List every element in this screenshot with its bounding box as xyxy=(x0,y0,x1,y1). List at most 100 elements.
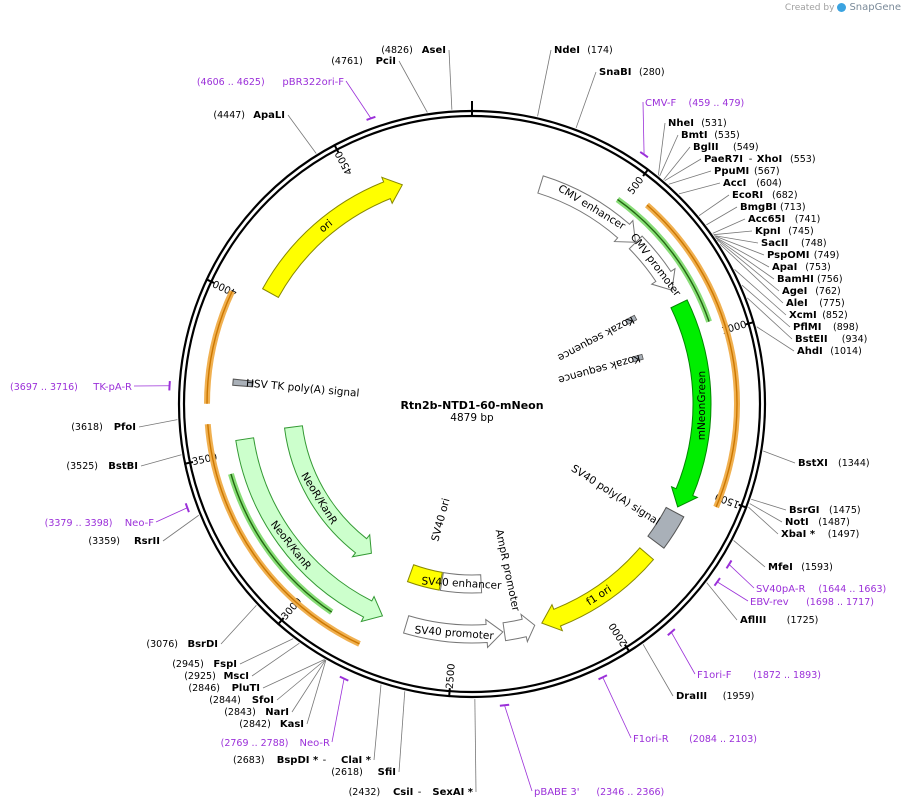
enzyme-alei[interactable]: AleI(775) xyxy=(786,298,845,309)
plasmid-size: 4879 bp xyxy=(450,412,494,424)
enzyme-ecori[interactable]: EcoRI(682) xyxy=(732,190,798,201)
leader-fspi xyxy=(239,638,294,665)
feature-kozak-sequence-2[interactable] xyxy=(631,353,644,363)
enzyme-agei[interactable]: AgeI(762) xyxy=(782,286,841,297)
enzyme-bamhi[interactable]: BamHI(756) xyxy=(777,274,843,285)
enzyme-pcii[interactable]: PciI(4761) xyxy=(331,56,396,67)
enzyme-acc65i[interactable]: Acc65I(741) xyxy=(748,214,820,225)
primer-tk-pa-r[interactable]: TK-pA-R(3697 .. 3716) xyxy=(10,382,132,393)
enzyme-kpni[interactable]: KpnI(745) xyxy=(755,226,814,237)
enzyme-xcmi[interactable]: XcmI(852) xyxy=(789,310,848,321)
enzyme-nhei[interactable]: NheI(531) xyxy=(668,118,727,129)
enzyme-bstxi[interactable]: BstXI(1344) xyxy=(798,458,870,469)
tick-mark xyxy=(738,503,748,509)
primer-cmv-f[interactable]: CMV-F(459 .. 479) xyxy=(645,98,744,109)
enzyme-clai[interactable]: ClaI *-BspDI *(2683) xyxy=(233,755,372,766)
feature-cmv-promoter[interactable] xyxy=(628,235,676,291)
enzyme-name: PflMI xyxy=(793,322,821,333)
enzyme-pflmi[interactable]: PflMI(898) xyxy=(793,322,859,333)
feature-f1-ori[interactable] xyxy=(541,547,655,632)
enzyme-rsrii[interactable]: RsrII(3359) xyxy=(88,536,160,547)
enzyme-position: (3076) xyxy=(146,639,178,650)
enzyme-fspi[interactable]: FspI(2945) xyxy=(172,659,237,670)
feature-label-sv40-ori: SV40 ori xyxy=(429,497,452,543)
enzyme-nari[interactable]: NarI(2843) xyxy=(224,707,289,718)
primer-f1ori-f[interactable]: F1ori-F(1872 .. 1893) xyxy=(697,670,821,681)
band-core-orange-arc-upper-left xyxy=(206,291,233,404)
enzyme-bmti[interactable]: BmtI(535) xyxy=(681,130,740,141)
leader-ppumi xyxy=(668,170,712,185)
enzyme-draiii[interactable]: DraIII(1959) xyxy=(676,691,754,702)
tick-mark xyxy=(745,320,755,326)
feature-kozak-sequence-1[interactable] xyxy=(624,314,638,325)
enzyme-asei[interactable]: AseI(4826) xyxy=(381,45,446,56)
feature-sv40-promoter[interactable] xyxy=(402,615,504,649)
enzyme-bglii[interactable]: BglII(549) xyxy=(693,142,759,153)
feature-neor-kanr-inner[interactable] xyxy=(283,425,372,558)
enzyme-afliii[interactable]: AflIII(1725) xyxy=(740,615,818,626)
primer-pbr322ori-f[interactable]: pBR322ori-F(4606 .. 4625) xyxy=(197,77,344,88)
enzyme-name: PaeR7I xyxy=(704,154,743,165)
primer-leader-pbr322ori-f xyxy=(345,80,372,119)
enzyme-mfei[interactable]: MfeI(1593) xyxy=(768,562,833,573)
enzyme-ppumi[interactable]: PpuMI(567) xyxy=(714,166,780,177)
enzyme-apali[interactable]: ApaLI(4447) xyxy=(213,110,285,121)
enzyme-pluti[interactable]: PluTI(2846) xyxy=(188,683,260,694)
feature-sv40-enhancer[interactable] xyxy=(439,572,483,594)
enzyme-bsrgi[interactable]: BsrGI(1475) xyxy=(789,505,861,516)
primer-neo-r[interactable]: Neo-R(2769 .. 2788) xyxy=(221,738,330,749)
enzyme-sfoi[interactable]: SfoI(2844) xyxy=(209,695,274,706)
enzyme-xbai[interactable]: XbaI *(1497) xyxy=(781,529,859,540)
enzyme-snabi[interactable]: SnaBI(280) xyxy=(599,67,665,78)
primer-leader-pbabe-3 xyxy=(504,705,533,792)
feature-sv40-poly-a-signal[interactable] xyxy=(647,506,685,549)
feature-hsv-tk-poly-a-signal[interactable] xyxy=(232,378,254,388)
enzyme-paer7i[interactable]: PaeR7I-XhoI(553) xyxy=(704,154,816,165)
enzyme-kasi[interactable]: KasI(2842) xyxy=(239,719,304,730)
leader-xcmi xyxy=(734,269,787,316)
plasmid-backbone xyxy=(177,101,767,699)
enzyme-bsteii[interactable]: BstEII(934) xyxy=(795,334,867,345)
feature-label-neor-kanr-inner: NeoR/KanR xyxy=(298,470,339,526)
primer-neo-f[interactable]: Neo-F(3379 .. 3398) xyxy=(45,518,155,529)
enzyme-position: (756) xyxy=(817,274,843,285)
enzyme-bmgbi[interactable]: BmgBI(713) xyxy=(740,202,806,213)
primer-labels[interactable]: CMV-F(459 .. 479) SV40pA-R(1644 .. 1663) E… xyxy=(10,77,886,798)
primer-pbabe-3[interactable]: pBABE 3'(2346 .. 2366) xyxy=(534,787,664,798)
enzyme-noti[interactable]: NotI(1487) xyxy=(785,517,850,528)
enzyme-apai[interactable]: ApaI(753) xyxy=(772,262,831,273)
leader-msci xyxy=(251,642,300,677)
feature-neor-kanr-outer[interactable] xyxy=(235,437,384,623)
enzyme-acci[interactable]: AccI(604) xyxy=(723,178,782,189)
enzyme-sacii[interactable]: SacII(748) xyxy=(761,238,827,249)
enzyme-labels[interactable]: NdeI(174) SnaBI(280) NheI(531)BmtI(535)Bgl… xyxy=(66,45,869,798)
feature-mneongreen[interactable] xyxy=(670,299,712,508)
feature-cmv-enhancer[interactable] xyxy=(537,175,637,243)
primer-name: Neo-R xyxy=(300,738,331,749)
feature-ori[interactable] xyxy=(261,176,404,299)
leader-xbai xyxy=(748,506,779,535)
enzyme-bstbi[interactable]: BstBI(3525) xyxy=(66,461,138,472)
primer-range: (1644 .. 1663) xyxy=(818,584,886,595)
feature-sv40-ori[interactable] xyxy=(406,564,443,591)
feature-ampr-promoter[interactable] xyxy=(502,613,536,644)
leader-ndei xyxy=(537,49,552,117)
primer-site-pbr322ori-f xyxy=(366,115,376,121)
enzyme-bsrdi[interactable]: BsrDI(3076) xyxy=(146,639,218,650)
enzyme-position: (2945) xyxy=(172,659,204,670)
primer-ebv-rev[interactable]: EBV-rev(1698 .. 1717) xyxy=(750,597,874,608)
enzyme-sexai[interactable]: SexAI *-CsiI(2432) xyxy=(349,787,474,798)
enzyme-pfoi[interactable]: PfoI(3618) xyxy=(71,422,136,433)
enzyme-sfii[interactable]: SfiI(2618) xyxy=(331,767,396,778)
enzyme-ahdi[interactable]: AhdI(1014) xyxy=(797,346,862,357)
leader-sfoi xyxy=(276,659,326,701)
primer-f1ori-r[interactable]: F1ori-R(2084 .. 2103) xyxy=(633,734,757,745)
enzyme-msci[interactable]: MscI(2925) xyxy=(184,671,249,682)
leader-ahdi xyxy=(756,326,795,352)
enzyme-ndei[interactable]: NdeI(174) xyxy=(554,45,613,56)
leader-paer7i xyxy=(664,158,702,182)
enzyme-pspomi[interactable]: PspOMI(749) xyxy=(767,250,839,261)
enzyme-position: (1959) xyxy=(723,691,755,702)
primer-sv40pa-r[interactable]: SV40pA-R(1644 .. 1663) xyxy=(756,584,886,595)
